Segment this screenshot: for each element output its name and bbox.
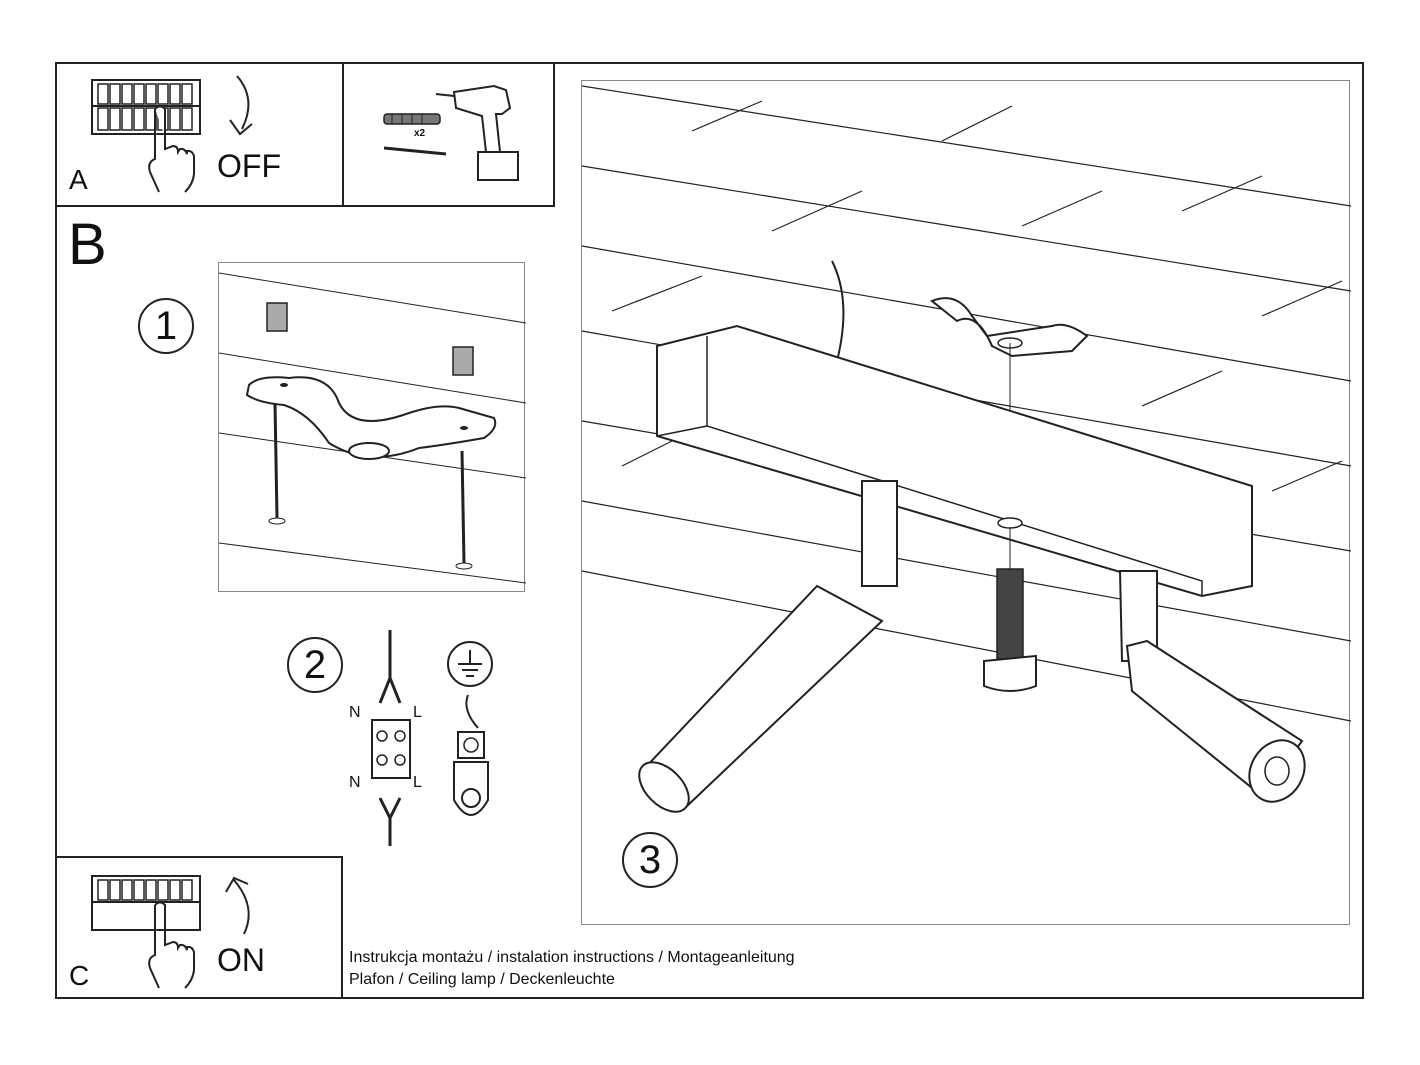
arrow-up-icon	[225, 876, 250, 935]
panel-tools: x2	[342, 62, 555, 207]
panel-c-letter: C	[69, 960, 90, 991]
caption-line1: Instrukcja montażu / instalation instruc…	[349, 949, 795, 966]
panel-a: A OFF	[55, 62, 344, 207]
quantity-label: x2	[414, 128, 426, 139]
arrow-down-icon	[229, 75, 253, 136]
ground-symbol-icon	[447, 641, 493, 816]
step1-diagram	[218, 262, 527, 592]
caption-line2: Plafon / Ceiling lamp / Deckenleuchte	[349, 971, 615, 988]
step3-number: 3	[622, 832, 678, 888]
breaker-panel-icon	[91, 79, 201, 135]
off-label: OFF	[217, 148, 281, 184]
on-label: ON	[217, 942, 265, 978]
panel-b-letter: B	[68, 212, 107, 277]
panel-a-letter: A	[69, 164, 88, 195]
panel-c: C ON	[55, 856, 343, 999]
wall-plug-icon	[383, 113, 441, 125]
hand-icon	[148, 901, 195, 989]
live-label-bottom: L	[413, 774, 422, 791]
step1-number: 1	[138, 298, 194, 354]
terminal-block-icon	[371, 630, 411, 846]
breaker-panel-icon	[91, 875, 201, 931]
live-label-top: L	[413, 704, 422, 721]
step2-number: 2	[287, 637, 343, 693]
neutral-label-top: N	[349, 704, 361, 721]
hand-icon	[148, 105, 195, 193]
screw-icon	[383, 146, 447, 156]
drill-icon	[435, 84, 519, 181]
neutral-label-bottom: N	[349, 774, 361, 791]
step3-diagram	[581, 80, 1352, 925]
instruction-sheet-frame	[55, 62, 1364, 999]
